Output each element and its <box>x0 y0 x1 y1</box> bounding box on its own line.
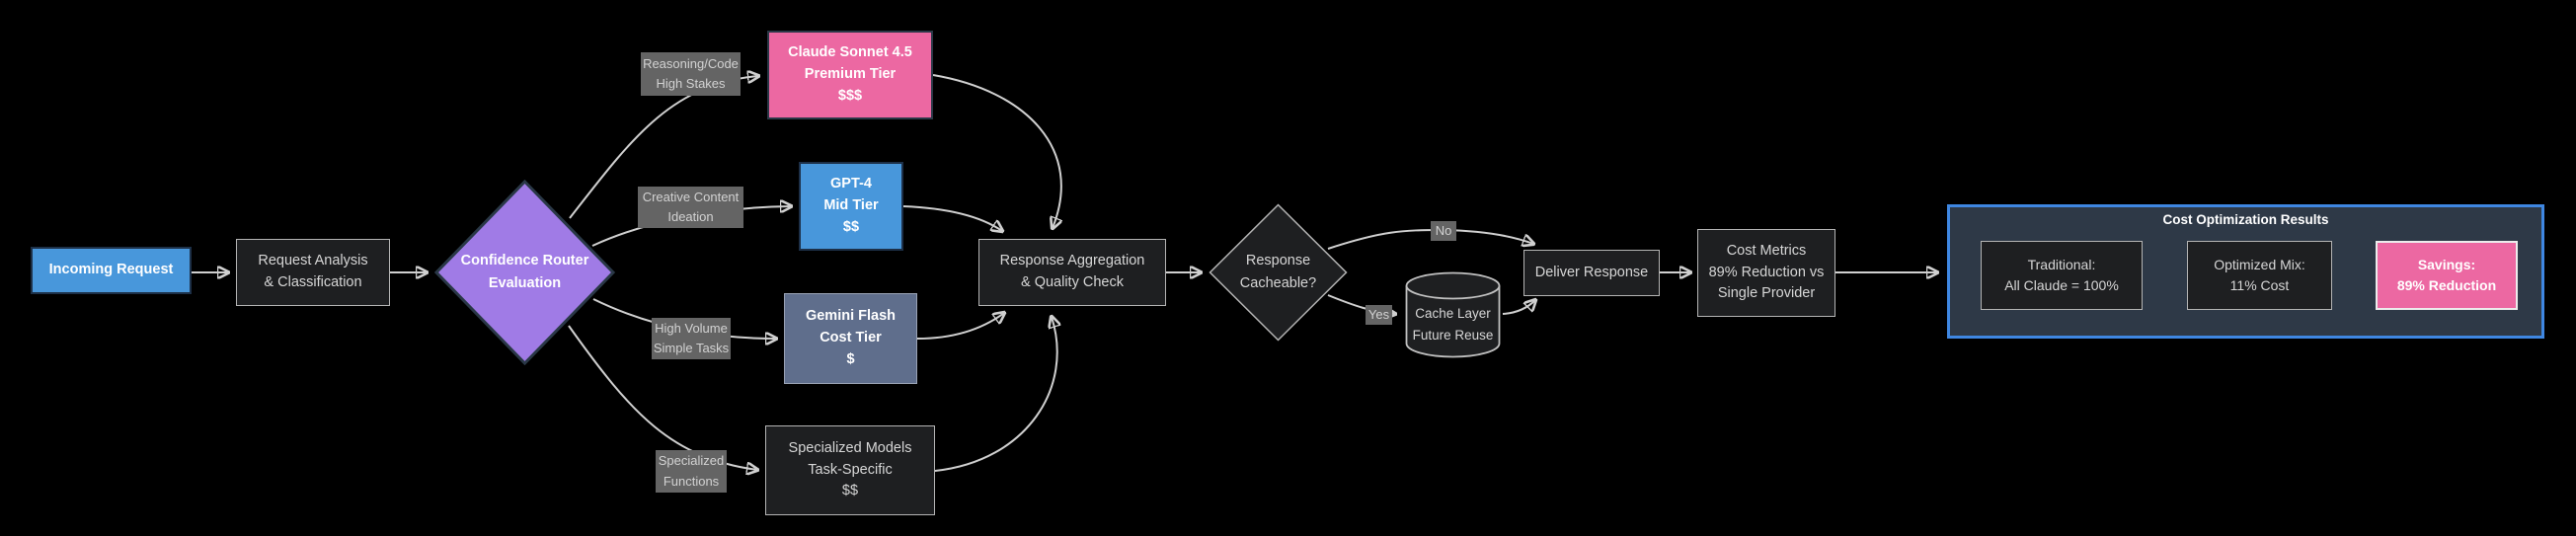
node-optimized-mix: Optimized Mix: 11% Cost <box>2187 241 2332 310</box>
node-savings: Savings: 89% Reduction <box>2376 241 2518 310</box>
node-claude-premium-tier: Claude Sonnet 4.5 Premium Tier $$$ <box>767 31 933 119</box>
cost-optimization-results-title: Cost Optimization Results <box>2162 212 2329 227</box>
node-response-aggregation: Response Aggregation & Quality Check <box>978 239 1166 306</box>
cache-cylinder-shape <box>1405 271 1501 358</box>
node-incoming-request: Incoming Request <box>31 247 192 294</box>
confidence-router-diamond-shape <box>434 180 615 365</box>
edge-gemini-aggregation <box>916 313 1004 340</box>
node-response-cacheable-label: Response Cacheable? <box>1239 252 1317 291</box>
node-response-cacheable: Response Cacheable? <box>1209 203 1348 342</box>
node-gemini-cost-tier: Gemini Flash Cost Tier $ <box>784 293 917 384</box>
cost-optimization-results-group: Cost Optimization Results Traditional: A… <box>1947 204 2544 339</box>
node-confidence-router-label: Confidence Router Evaluation <box>460 252 589 291</box>
node-confidence-router: Confidence Router Evaluation <box>434 180 615 365</box>
edge-specialized-aggregation <box>934 317 1057 472</box>
edge-claude-aggregation <box>932 74 1061 228</box>
node-cost-metrics: Cost Metrics 89% Reduction vs Single Pro… <box>1697 229 1835 317</box>
edge-label-creative: Creative Content Ideation <box>638 187 743 228</box>
edge-label-yes: Yes <box>1366 305 1392 325</box>
node-traditional-cost: Traditional: All Claude = 100% <box>1981 241 2143 310</box>
edge-label-no: No <box>1431 221 1456 241</box>
node-cache-layer-label: Cache Layer Future Reuse <box>1412 306 1494 343</box>
edge-label-specialized-functions: Specialized Functions <box>656 450 727 493</box>
node-gpt4-mid-tier: GPT-4 Mid Tier $$ <box>799 162 903 251</box>
response-cacheable-diamond-shape <box>1209 203 1348 342</box>
node-deliver-response: Deliver Response <box>1523 250 1660 296</box>
node-specialized-models: Specialized Models Task-Specific $$ <box>765 425 935 515</box>
edge-label-high-volume: High Volume Simple Tasks <box>652 318 731 359</box>
node-cache-layer: Cache Layer Future Reuse <box>1405 271 1501 358</box>
node-request-analysis: Request Analysis & Classification <box>236 239 390 306</box>
edge-cache-deliver <box>1502 300 1535 315</box>
edge-gpt4-aggregation <box>902 205 1002 231</box>
edge-label-reasoning: Reasoning/Code High Stakes <box>641 52 741 96</box>
